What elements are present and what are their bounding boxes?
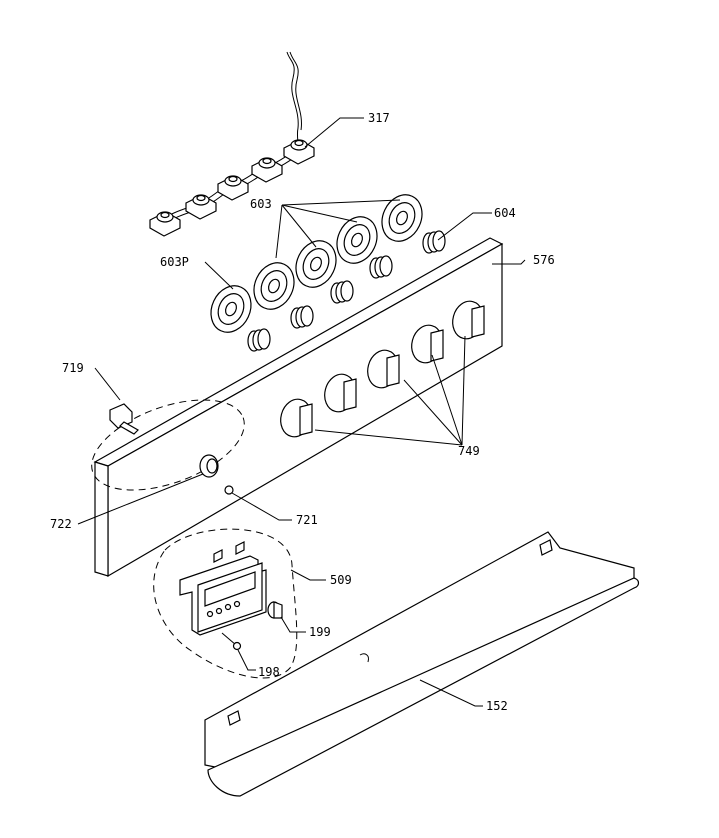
knob	[324, 373, 357, 413]
label-749: 749	[458, 444, 480, 458]
knob-bezels	[210, 194, 423, 333]
switch-719	[109, 403, 139, 435]
label-576: 576	[533, 253, 555, 267]
igniter-switch	[149, 211, 181, 237]
knob	[411, 324, 444, 364]
part-labels: 317 603 604 603P 576 719 749 722 721 509…	[50, 111, 555, 713]
switch-assembly	[91, 399, 245, 495]
igniter-switch	[251, 157, 283, 183]
spring	[422, 230, 446, 254]
leader-lines	[77, 117, 526, 707]
bezel	[253, 262, 295, 310]
bezel-603p	[210, 285, 252, 333]
label-199: 199	[309, 625, 331, 639]
spring	[369, 255, 393, 279]
knob-722	[199, 454, 219, 478]
control-knobs	[280, 300, 485, 438]
igniter-switch	[217, 175, 249, 201]
label-722: 722	[50, 517, 72, 531]
knob-springs	[247, 230, 446, 352]
label-719: 719	[62, 361, 84, 375]
spring	[290, 305, 314, 329]
bezel	[295, 240, 337, 288]
knob	[280, 398, 313, 438]
label-152: 152	[486, 699, 508, 713]
igniter-switch	[185, 194, 217, 220]
label-604: 604	[494, 206, 516, 220]
spring	[330, 280, 354, 304]
bezel	[381, 194, 423, 242]
bezel	[336, 216, 378, 264]
label-603: 603	[250, 197, 272, 211]
label-721: 721	[296, 513, 318, 527]
knob	[452, 300, 485, 340]
clock-knob-199	[267, 601, 283, 619]
screw-198	[221, 632, 242, 651]
spring	[247, 328, 271, 352]
knob	[367, 349, 400, 389]
clock-assembly	[153, 528, 298, 679]
label-317: 317	[368, 111, 390, 125]
clock-timer-509	[179, 541, 267, 636]
label-509: 509	[330, 573, 352, 587]
label-198: 198	[258, 665, 280, 679]
label-603p: 603P	[160, 255, 189, 269]
igniter-switch-harness	[149, 51, 315, 237]
indicator-721	[224, 485, 234, 495]
bracket	[204, 531, 640, 797]
